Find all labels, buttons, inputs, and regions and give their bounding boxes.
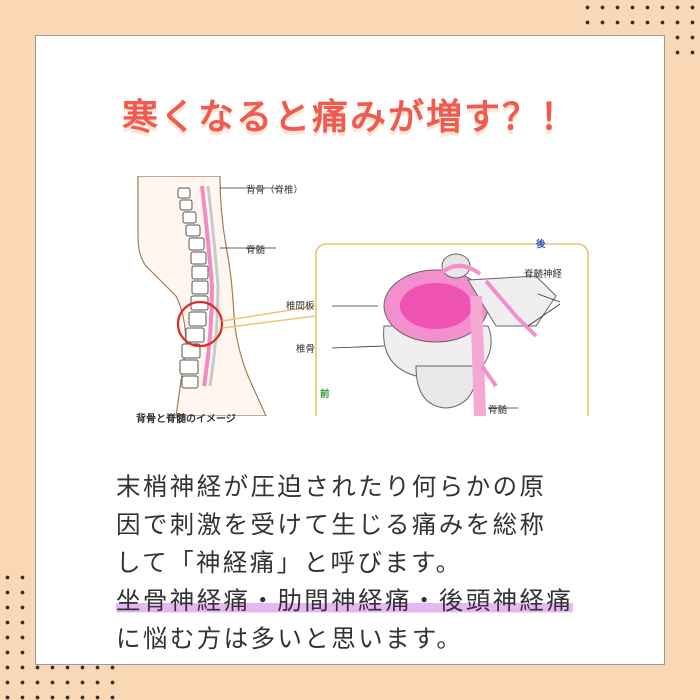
label-spinal-cord: 脊髄 [246, 245, 266, 256]
content-card: 寒くなると痛みが増す？！ [35, 35, 665, 665]
spinal-column [177, 185, 220, 389]
vertebra-cross-section [383, 253, 557, 416]
body-line: に悩む方は多いと思います。 [116, 624, 464, 653]
body-line: して「神経痛」と呼びます。 [116, 548, 463, 577]
body-text: 末梢神経が圧迫されたり何らかの原 因で刺激を受けて生じる痛みを総称 して「神経痛… [116, 468, 676, 658]
label-spinal-nerve: 脊髄神経 [524, 269, 563, 280]
label-spinal-cord-inset: 脊髄 [488, 405, 508, 416]
label-vertebra: 椎骨 [296, 344, 316, 355]
illustration-caption: 背骨と脊髄のイメージ [136, 414, 236, 425]
label-back: 後 [536, 239, 546, 250]
label-disc: 椎間板 [286, 301, 315, 312]
page-title: 寒くなると痛みが増す？！ [121, 97, 578, 138]
label-front: 前 [320, 389, 330, 400]
spine-illustration [137, 176, 589, 416]
body-line: 末梢神経が圧迫されたり何らかの原 [116, 472, 547, 501]
body-line: 因で刺激を受けて生じる痛みを総称 [116, 510, 547, 539]
connector-line [221, 305, 317, 322]
highlighted-neuralgia-list: 坐骨神経痛・肋間神経痛・後頭神経痛 [116, 586, 574, 615]
highlight-circle [176, 300, 224, 348]
label-spine: 背骨（脊椎） [246, 185, 304, 196]
